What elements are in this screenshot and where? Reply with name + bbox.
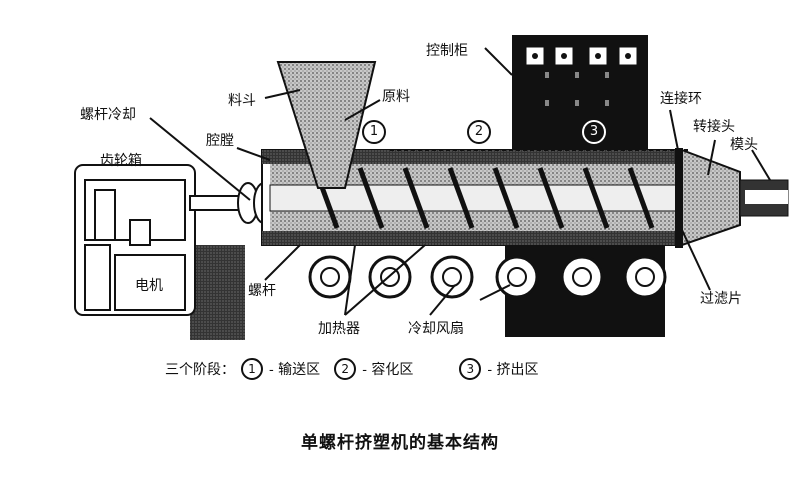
cooling-fans — [308, 255, 667, 299]
hopper — [276, 61, 377, 189]
legend-num-3: 3 — [459, 358, 482, 380]
legend-text-1: - 输送区 — [269, 362, 321, 378]
fan-hub — [507, 267, 527, 287]
fan-hub — [572, 267, 592, 287]
legend-prefix: 三个阶段： — [165, 362, 235, 378]
zone-2-marker: 2 — [467, 120, 491, 144]
screw-flight — [357, 167, 385, 229]
label-screw: 螺杆 — [248, 283, 276, 299]
legend-num-2: 2 — [334, 358, 357, 380]
label-raw-material: 原料 — [382, 89, 410, 105]
zone-3-marker: 3 — [582, 120, 606, 144]
label-gearbox: 齿轮箱 — [100, 153, 142, 169]
legend-text-2: - 容化区 — [362, 362, 414, 378]
screw-flight — [582, 167, 610, 229]
label-cooling-fan: 冷却风扇 — [408, 321, 464, 337]
label-heater: 加热器 — [318, 321, 360, 337]
label-connecting-ring: 连接环 — [660, 91, 702, 107]
screw-flight — [402, 167, 430, 229]
fan-hub — [380, 267, 400, 287]
label-motor: 电机 — [135, 275, 163, 295]
fan — [560, 255, 604, 299]
fan — [495, 255, 539, 299]
leader-lines — [149, 47, 771, 316]
screw-flight — [537, 167, 565, 229]
screw-flight — [447, 167, 475, 229]
legend-num-1: 1 — [241, 358, 263, 380]
label-filter: 过滤片 — [700, 291, 742, 307]
fan — [623, 255, 667, 299]
gearbox — [74, 164, 196, 316]
stages-legend: 三个阶段： 1 - 输送区 2 - 容化区 3 - 挤出区 — [165, 358, 539, 380]
screw — [269, 167, 681, 229]
filter-plate — [675, 148, 683, 248]
fan-hub — [442, 267, 462, 287]
screw-flight — [492, 167, 520, 229]
die-head — [675, 148, 789, 248]
screw-flight — [627, 167, 655, 229]
label-control-cabinet: 控制柜 — [426, 43, 468, 59]
label-die-head: 模头 — [730, 137, 758, 153]
label-adapter: 转接头 — [693, 119, 735, 135]
zone-1-marker: 1 — [362, 120, 386, 144]
fan — [430, 255, 474, 299]
label-screw-cooling: 螺杆冷却 — [80, 107, 136, 123]
base — [190, 245, 245, 340]
label-hopper: 料斗 — [228, 93, 256, 109]
fan-hub — [635, 267, 655, 287]
label-chamber: 腔膛 — [206, 133, 234, 149]
diagram-title: 单螺杆挤塑机的基本结构 — [301, 433, 499, 453]
legend-text-3: - 挤出区 — [487, 362, 539, 378]
fan — [308, 255, 352, 299]
fan-hub — [320, 267, 340, 287]
